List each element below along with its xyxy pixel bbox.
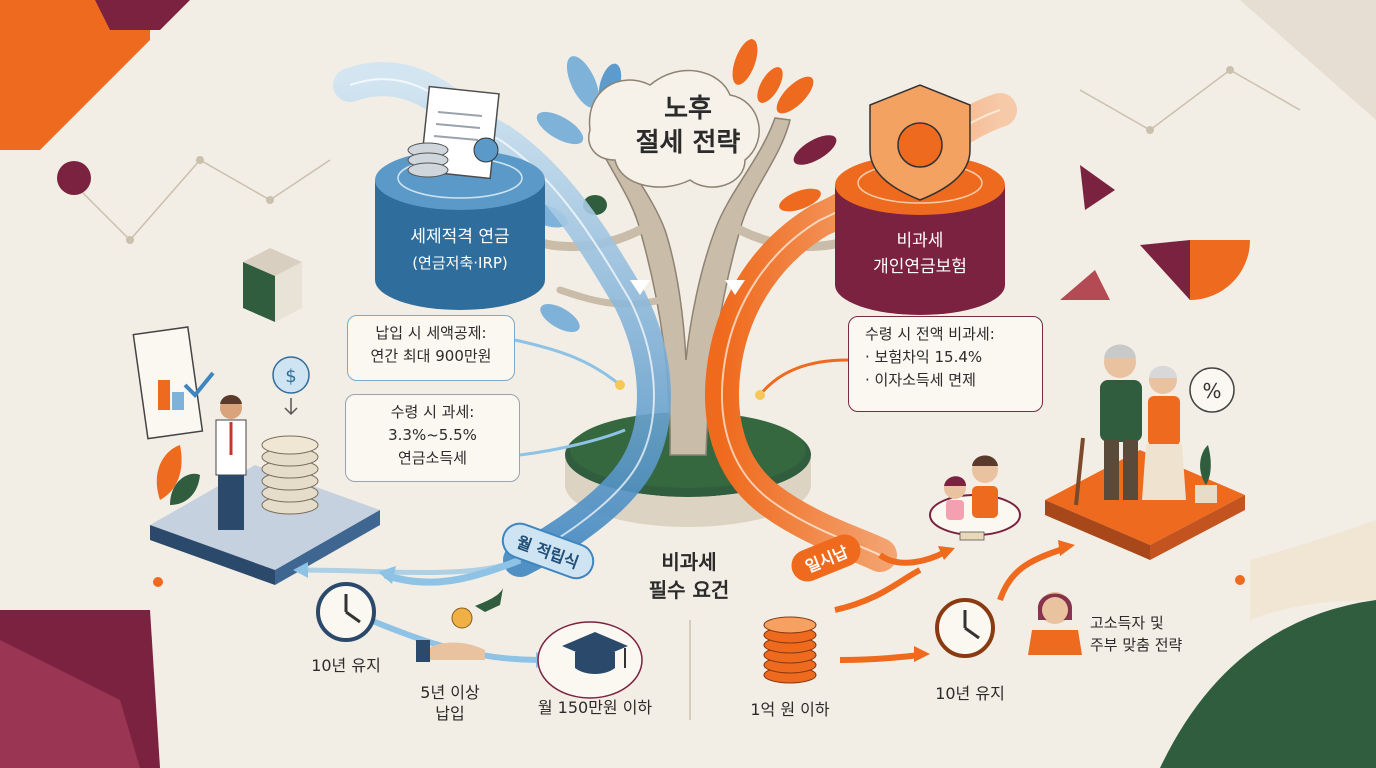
svg-text:$: $ (285, 366, 296, 387)
monthly-req-duration: 10년 유지 (311, 656, 381, 675)
pension-tax-box: 수령 시 과세: 3.3%~5.5% 연금소득세 (345, 394, 520, 482)
left-cylinder (375, 85, 545, 310)
left-cylinder-label: 세제적격 연금 (연금저축·IRP) (410, 227, 510, 272)
graduation-cap-icon (537, 621, 643, 699)
lump-req-limit: 1억 원 이하 (750, 700, 830, 719)
requirements-title: 비과세 필수 요건 (648, 550, 730, 602)
target-strategy-label: 고소득자 및 주부 맞춤 전략 (1090, 614, 1183, 654)
lump-req-duration: 10년 유지 (935, 684, 1005, 703)
req-line: 납입 (435, 704, 465, 723)
tax-deduction-box: 납입 시 세액공제: 연간 최대 900만원 (347, 315, 515, 381)
req-line: 5년 이상 (420, 683, 480, 702)
svg-text:%: % (1202, 379, 1221, 403)
tree-icon (522, 39, 855, 527)
clock-icon (316, 582, 376, 642)
elderly-couple-icon: % (1045, 344, 1245, 560)
right-cylinder-label: 비과세 개인연금보험 (873, 231, 967, 277)
family-icon (929, 455, 1021, 541)
tax-exemption-box: 수령 시 전액 비과세: · 보험차익 15.4% · 이자소득세 면제 (848, 316, 1043, 412)
woman-avatar-icon (1028, 592, 1082, 655)
coin-stack-icon (763, 616, 817, 684)
monthly-req-payment-period: 5년 이상 납입 (405, 682, 495, 724)
clock-icon (935, 598, 995, 658)
monthly-req-limit: 월 150만원 이하 (537, 698, 653, 717)
page-title: 노후 절세 전략 (635, 94, 741, 158)
coin-hand-icon (416, 588, 503, 662)
right-cylinder (835, 84, 1005, 315)
businessman-icon: $ (132, 326, 380, 585)
